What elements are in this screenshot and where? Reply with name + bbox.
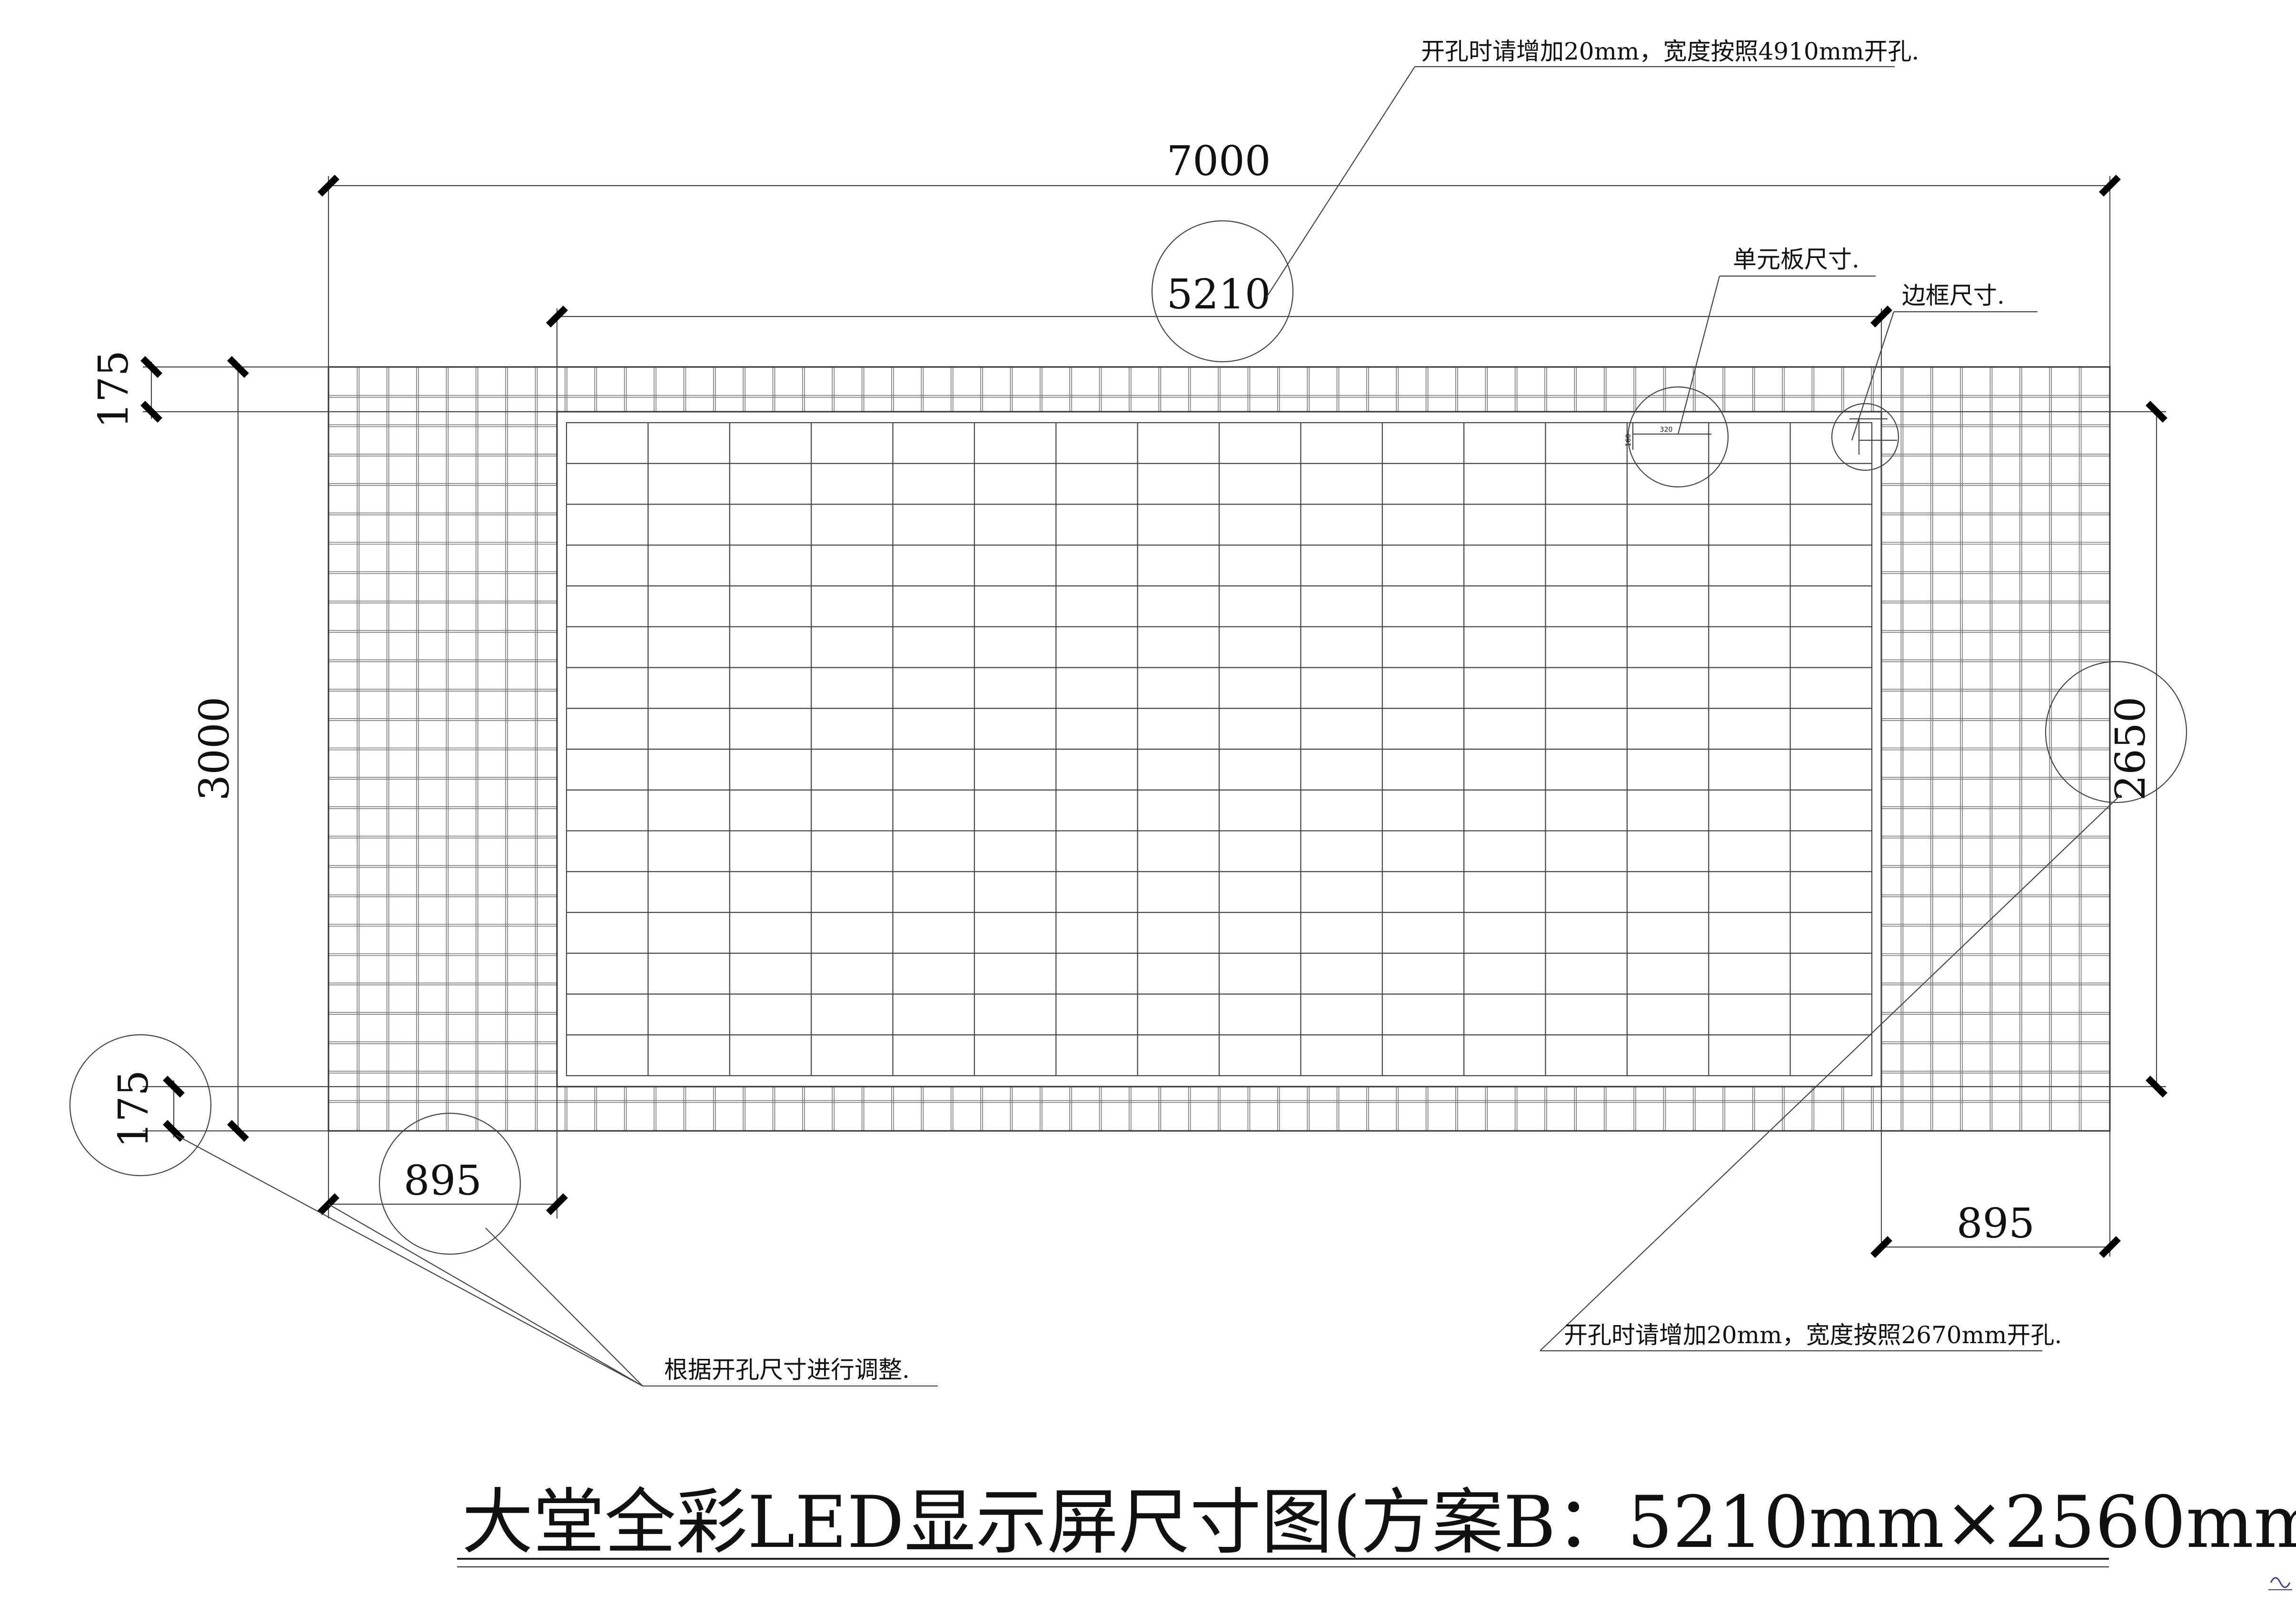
- drawing-title-block: 大堂全彩LED显示屏尺寸图(方案B：5210mm×2560mm): [457, 1481, 2296, 1567]
- drawing-title: 大堂全彩LED显示屏尺寸图(方案B：5210mm×2560mm): [462, 1481, 2296, 1564]
- unit-height-label: 160: [1625, 434, 1632, 447]
- bottom-opening-note-text: 开孔时请增加20mm，宽度按照2670mm开孔.: [1564, 1321, 2062, 1349]
- dim-3000-label: 3000: [191, 697, 239, 801]
- adjust-note: 根据开孔尺寸进行调整.: [176, 1135, 938, 1387]
- unit-panel-detail-circle: [1627, 386, 1729, 488]
- callout-circle-895-left: [378, 1112, 521, 1255]
- dim-175-top-label: 175: [90, 350, 138, 428]
- screen-unit-panel-grid: [567, 423, 1872, 1076]
- top-opening-note-text: 开孔时请增加20mm，宽度按照4910mm开孔.: [1421, 38, 1919, 65]
- logo-mark: [2268, 1577, 2292, 1590]
- unit-panel-detail: 320 160 单元板尺寸.: [1625, 246, 1876, 488]
- callout-circle-5210: [1151, 220, 1294, 363]
- frame-detail-circle: [1831, 403, 1899, 471]
- dim-5210-label: 5210: [1167, 271, 1271, 318]
- dimension-screen-width: 5210: [546, 220, 1892, 1242]
- callout-circle-2650: [2045, 661, 2187, 803]
- dim-895-left-label: 895: [404, 1157, 482, 1205]
- dimension-left-heights: 175 3000 175: [69, 350, 557, 1177]
- top-opening-note: 开孔时请增加20mm，宽度按照4910mm开孔.: [1266, 38, 1919, 298]
- callout-circle-175-bottom: [69, 1034, 212, 1177]
- frame-detail: 边框尺寸.: [1831, 282, 2038, 471]
- dim-175-bottom-label: 175: [110, 1070, 158, 1148]
- dim-2650-label: 2650: [2107, 697, 2155, 801]
- dim-7000-label: 7000: [1167, 138, 1271, 185]
- dimension-left-offset: 895: [318, 1087, 568, 1255]
- adjust-note-text: 根据开孔尺寸进行调整.: [664, 1356, 910, 1384]
- bottom-opening-note: 开孔时请增加20mm，宽度按照2670mm开孔.: [1540, 794, 2121, 1352]
- dimension-right-offset: 895: [1870, 1131, 2121, 1258]
- unit-panel-note-text: 单元板尺寸.: [1733, 246, 1859, 273]
- frame-note-text: 边框尺寸.: [1902, 282, 2005, 309]
- dimension-right-height: 2650: [1881, 401, 2187, 1098]
- wall-outline: [328, 366, 2111, 1132]
- dim-895-right-label: 895: [1957, 1200, 2035, 1248]
- dimension-overall-width: 7000: [318, 138, 2121, 367]
- unit-width-label: 320: [1660, 426, 1673, 434]
